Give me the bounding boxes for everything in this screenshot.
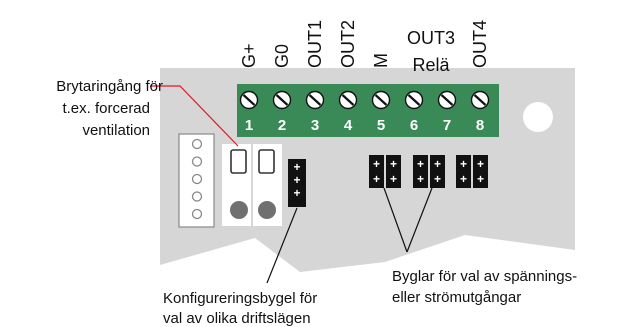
jumper-pin: + xyxy=(477,157,484,171)
terminal-screw-slot xyxy=(473,94,487,106)
terminal-number: 4 xyxy=(344,117,353,134)
terminal-number: 6 xyxy=(410,117,418,134)
connector-pins xyxy=(191,138,203,220)
terminal-screw-slot xyxy=(308,94,322,106)
jumper-pin: + xyxy=(434,157,441,171)
jumper-pin: + xyxy=(460,172,467,186)
rela-label: Relä xyxy=(412,55,450,75)
jumper-callout-line-2 xyxy=(406,187,433,253)
terminal-number: 1 xyxy=(245,117,253,134)
jumper-pin: + xyxy=(293,160,300,174)
jumper-pin: + xyxy=(417,172,424,186)
terminal-screw-slot xyxy=(242,94,256,106)
terminal-label: OUT1 xyxy=(305,20,325,68)
terminal-number: 3 xyxy=(311,117,319,134)
terminal-screw-slot xyxy=(407,94,421,106)
jumper-pin: + xyxy=(390,157,397,171)
jumper-pin: + xyxy=(434,172,441,186)
config-callout-line1: Konfigureringsbygel för xyxy=(163,290,317,307)
jumper-callout-line1: Byglar för val av spännings- xyxy=(392,268,577,285)
jumper-pin: + xyxy=(390,172,397,186)
input-10-button xyxy=(258,201,276,219)
input-10-switch xyxy=(258,149,275,174)
jumper-pin: + xyxy=(460,157,467,171)
jumper-callout-line2: eller strömutgångar xyxy=(392,289,521,306)
jumper-block xyxy=(386,155,401,188)
jumper-block xyxy=(430,155,445,188)
config-callout-line xyxy=(266,207,298,284)
terminal-label: M xyxy=(371,53,391,68)
out3-label: OUT3 xyxy=(407,28,455,48)
terminal-block xyxy=(237,84,499,137)
jumper-callout-line-1 xyxy=(383,187,408,253)
connector-pin xyxy=(191,173,203,185)
connector-pin xyxy=(191,208,203,220)
terminal-number: 2 xyxy=(278,117,286,134)
jumper-pin: + xyxy=(373,172,380,186)
terminal-number: 5 xyxy=(377,117,385,134)
terminal-group: 1 2 3 4 5 6 7 8 xyxy=(239,90,490,134)
jumper-pin: + xyxy=(477,172,484,186)
terminal-label: G0 xyxy=(272,44,292,68)
input-9-switch xyxy=(230,149,247,174)
jumper-pin: + xyxy=(373,157,380,171)
output-jumpers: ++++++++++++ xyxy=(369,155,488,188)
mounting-hole xyxy=(523,102,553,132)
terminal-screw-slot xyxy=(374,94,388,106)
terminal-number: 8 xyxy=(476,117,484,134)
input-callout-line2: t.ex. forcerad xyxy=(62,100,150,117)
jumper-pin: + xyxy=(417,157,424,171)
connector-pin xyxy=(191,138,203,150)
jumper-block xyxy=(288,159,306,207)
input-10-number: 10 xyxy=(259,179,276,196)
input-9-button xyxy=(230,201,248,219)
terminal-label: OUT2 xyxy=(338,20,358,68)
terminal-label: G+ xyxy=(239,43,259,68)
connector-pin xyxy=(191,156,203,167)
input-callout-line3: ventilation xyxy=(82,122,150,139)
input-callout-line1: Brytaringång för xyxy=(56,78,163,95)
jumper-pin: + xyxy=(293,173,300,187)
input-9-number: 9 xyxy=(235,179,243,196)
jumper-block xyxy=(473,155,488,188)
jumper-block xyxy=(413,155,428,188)
config-jumper: +++ xyxy=(288,159,306,207)
jumper-block xyxy=(369,155,384,188)
config-callout-line2: val av olika driftslägen xyxy=(163,310,311,327)
connector-pin xyxy=(191,191,203,202)
terminal-screw-slot xyxy=(275,94,289,106)
terminal-label: OUT4 xyxy=(470,20,490,68)
terminal-screw-slot xyxy=(440,94,454,106)
terminal-number: 7 xyxy=(443,117,451,134)
jumper-pin: + xyxy=(293,186,300,200)
jumper-block xyxy=(456,155,471,188)
input-callout-line xyxy=(150,85,239,147)
terminal-screw-slot xyxy=(341,94,355,106)
